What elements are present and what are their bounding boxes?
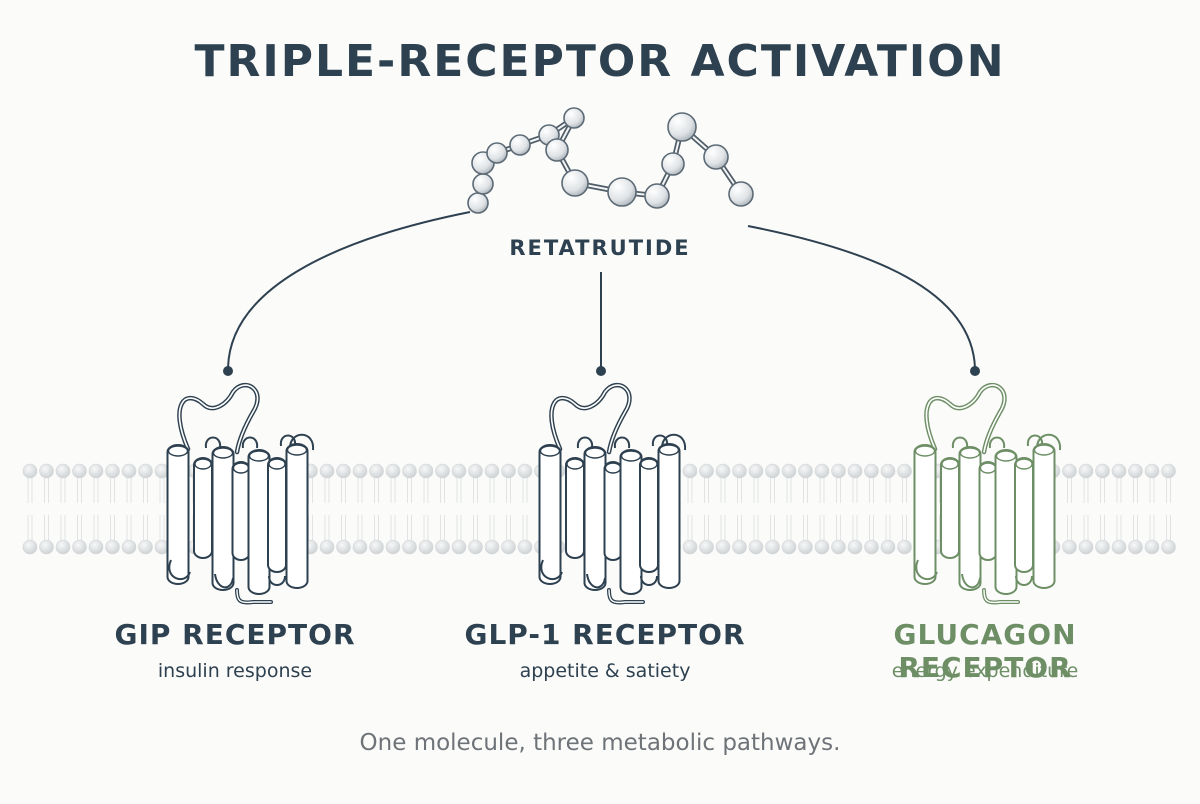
glucagon-receptor-description: energy expenditure xyxy=(891,660,1079,682)
footer-caption: One molecule, three metabolic pathways. xyxy=(359,730,841,756)
binding-connectors xyxy=(223,211,980,376)
molecule-label: RETATRUTIDE xyxy=(509,236,691,260)
peptide-chain-icon xyxy=(467,107,754,214)
page-title: TRIPLE-RECEPTOR ACTIVATION xyxy=(194,36,1006,87)
gip-receptor-name: GIP RECEPTOR xyxy=(114,618,356,651)
glp1-receptor-name: GLP-1 RECEPTOR xyxy=(464,618,746,651)
glucagon-receptor-name: GLUCAGON RECEPTOR xyxy=(893,618,1077,684)
glucagon-receptor-icon xyxy=(913,382,1062,605)
glp1-receptor-description: appetite & satiety xyxy=(519,660,691,682)
gip-receptor-description: insulin response xyxy=(157,660,313,682)
gip-receptor-icon xyxy=(166,382,315,605)
glp1-receptor-icon xyxy=(538,382,687,605)
